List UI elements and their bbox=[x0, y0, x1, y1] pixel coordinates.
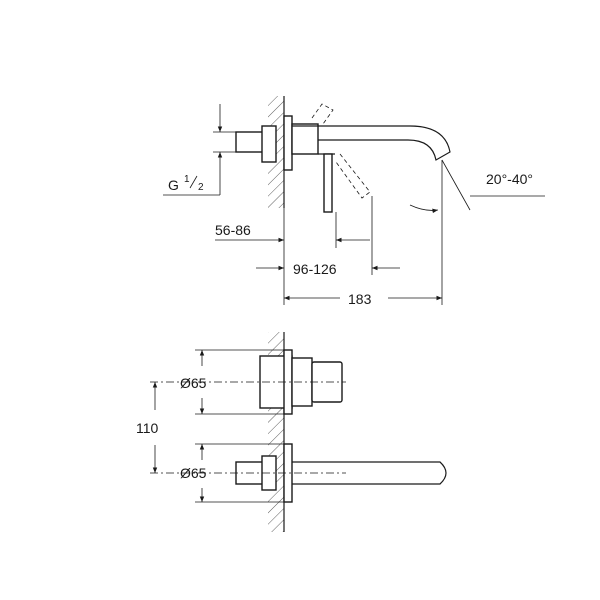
rough-in-sleeve bbox=[261, 125, 277, 163]
thread-fraction-bar bbox=[189, 175, 198, 189]
lever-swing-outline bbox=[335, 153, 371, 199]
side-view: 20°-40° G 1 2 56-86 96-126 183 bbox=[163, 96, 545, 307]
dim-spacing: 110 bbox=[136, 420, 159, 436]
angle-label: 20°-40° bbox=[486, 171, 533, 187]
spout-arm bbox=[292, 125, 451, 161]
angle-line bbox=[441, 159, 471, 211]
thread-fraction-den: 2 bbox=[198, 182, 204, 193]
dim-wall-depth: 56-86 bbox=[215, 222, 251, 238]
thread-fraction-num: 1 bbox=[184, 174, 190, 185]
wall-plate bbox=[283, 115, 293, 171]
lever-tilted-outline bbox=[311, 103, 334, 125]
dim-lever-offset: 96-126 bbox=[293, 261, 337, 277]
diameter-bottom: Ø65 bbox=[180, 465, 207, 481]
dim-spout-length: 183 bbox=[348, 291, 372, 307]
lever-handle bbox=[323, 153, 333, 213]
handle-hub bbox=[291, 123, 319, 155]
thread-label: G bbox=[168, 177, 179, 193]
spout-arm-front bbox=[292, 461, 447, 485]
angle-arc bbox=[409, 204, 439, 214]
front-view: Ø65 Ø65 110 bbox=[136, 332, 447, 532]
diameter-top: Ø65 bbox=[180, 375, 207, 391]
